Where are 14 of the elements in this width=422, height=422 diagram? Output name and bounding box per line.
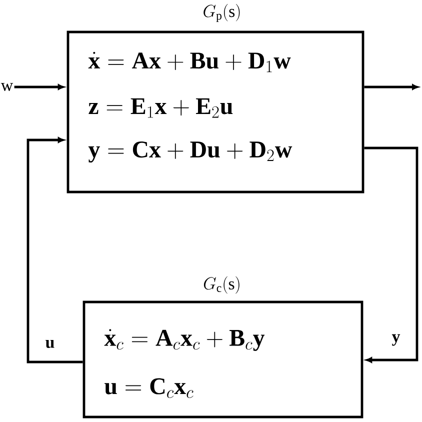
edge-label: y — [390, 333, 402, 347]
arrow — [14, 84, 64, 90]
equation: $\mathbf{u} = \mathbf{C}_c\mathbf{x}_c$ — [104, 378, 194, 398]
arrow — [364, 84, 418, 90]
block-title: $G_{\mathrm{p}}(\mathrm{s})$ — [204, 4, 240, 22]
arrow — [26, 137, 83, 364]
arrow — [364, 146, 418, 363]
edge-label: u — [44, 339, 56, 349]
block-title: $G_{\mathrm{c}}(\mathrm{s})$ — [204, 276, 240, 294]
equation: $\dot{\mathbf{x}}_c = \mathbf{A}_c\mathbf{x}_c + \mathbf{B}_c\mathbf{y}$ — [104, 329, 265, 351]
equation: $\mathbf{z} = \mathbf{E}_1\mathbf{x} + \mathbf{E}_2\mathbf{u}$ — [88, 98, 233, 118]
signal-label: w — [0, 83, 14, 91]
equation: $\dot{\mathbf{x}} = \mathbf{Ax} + \mathbf{Bu} + \mathbf{D}_1\mathbf{w}$ — [88, 52, 291, 72]
equation: $\mathbf{y} = \mathbf{Cx} + \mathbf{Du} + \mathbf{D}_2\mathbf{w}$ — [88, 142, 292, 162]
